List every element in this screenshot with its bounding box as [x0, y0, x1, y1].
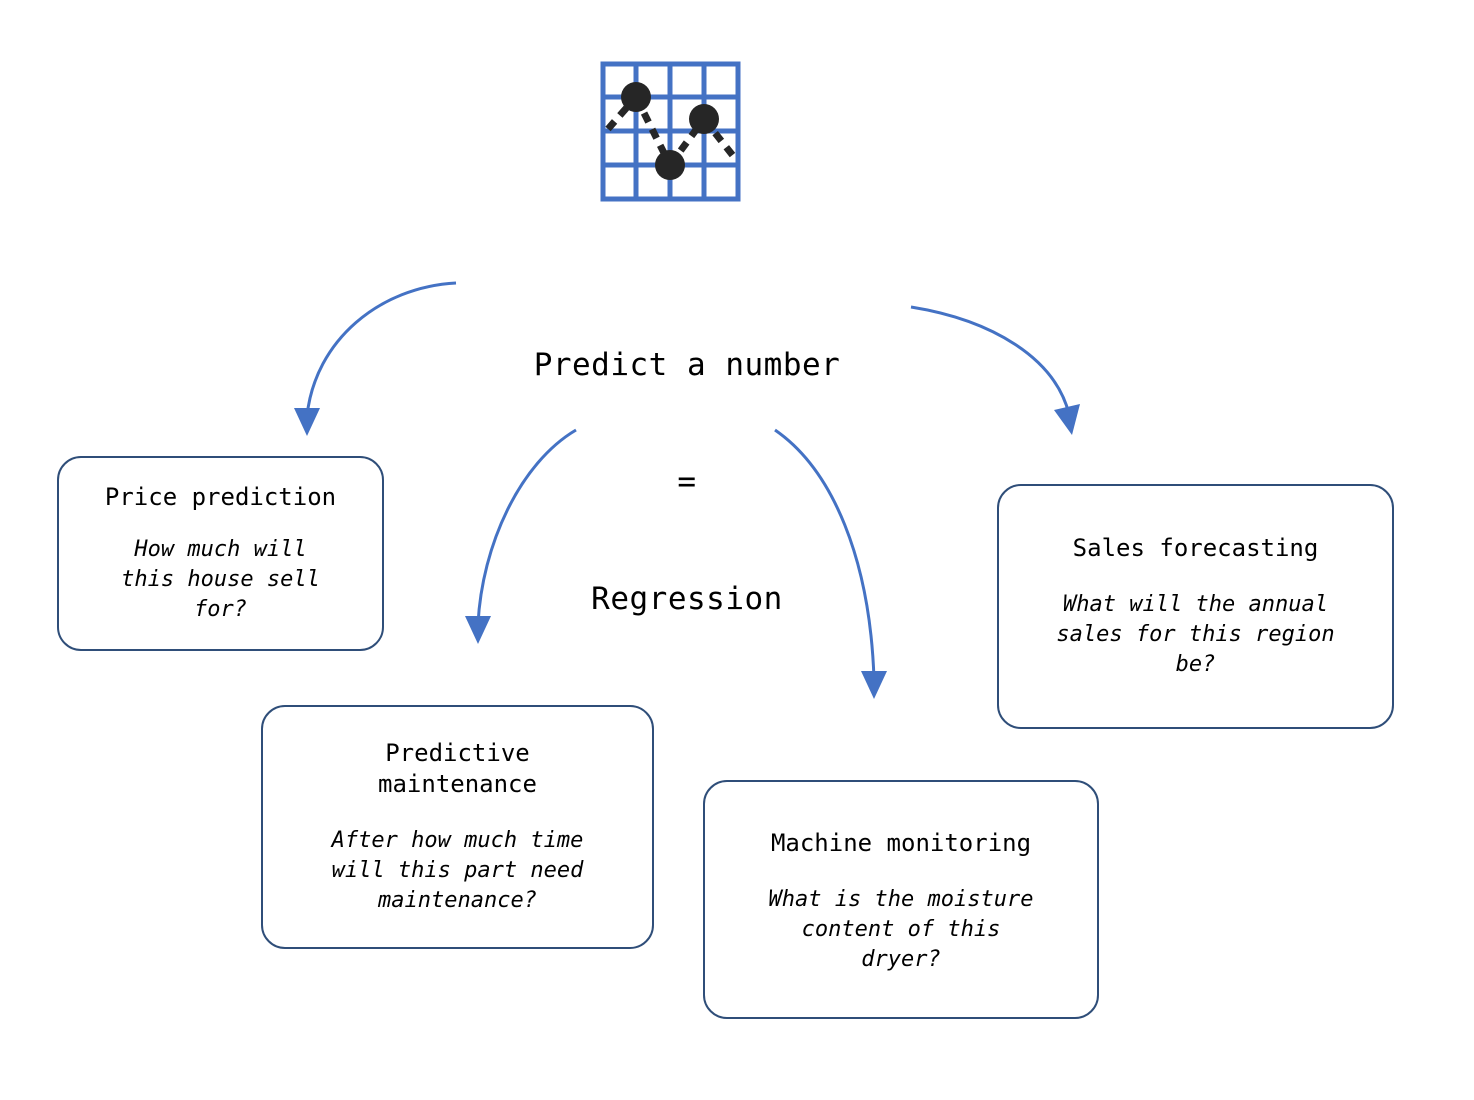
- headline-line-1: Predict a number: [533, 347, 841, 383]
- card-title: Predictive maintenance: [378, 739, 537, 798]
- arrow-to-price-prediction: [294, 281, 457, 436]
- card-sales-forecasting[interactable]: Sales forecasting What will the annual s…: [997, 484, 1394, 729]
- card-title: Machine monitoring: [770, 829, 1032, 857]
- card-price-prediction[interactable]: Price prediction How much will this hous…: [57, 456, 384, 651]
- card-body: After how much time will this part need …: [331, 828, 584, 913]
- page-title: Predict a number = Regression: [437, 268, 937, 697]
- headline-line-3: Regression: [591, 581, 783, 617]
- card-body: How much will this house sell for?: [121, 537, 320, 622]
- card-predictive-maintenance[interactable]: Predictive maintenance After how much ti…: [261, 705, 654, 949]
- card-title: Price prediction: [104, 483, 337, 511]
- card-title: Sales forecasting: [1072, 534, 1319, 562]
- card-machine-monitoring[interactable]: Machine monitoring What is the moisture …: [703, 780, 1099, 1019]
- headline-line-2: =: [677, 464, 697, 500]
- card-body: What will the annual sales for this regi…: [1056, 592, 1335, 677]
- card-body: What is the moisture content of this dry…: [768, 887, 1034, 972]
- regression-chart-icon: [600, 61, 741, 202]
